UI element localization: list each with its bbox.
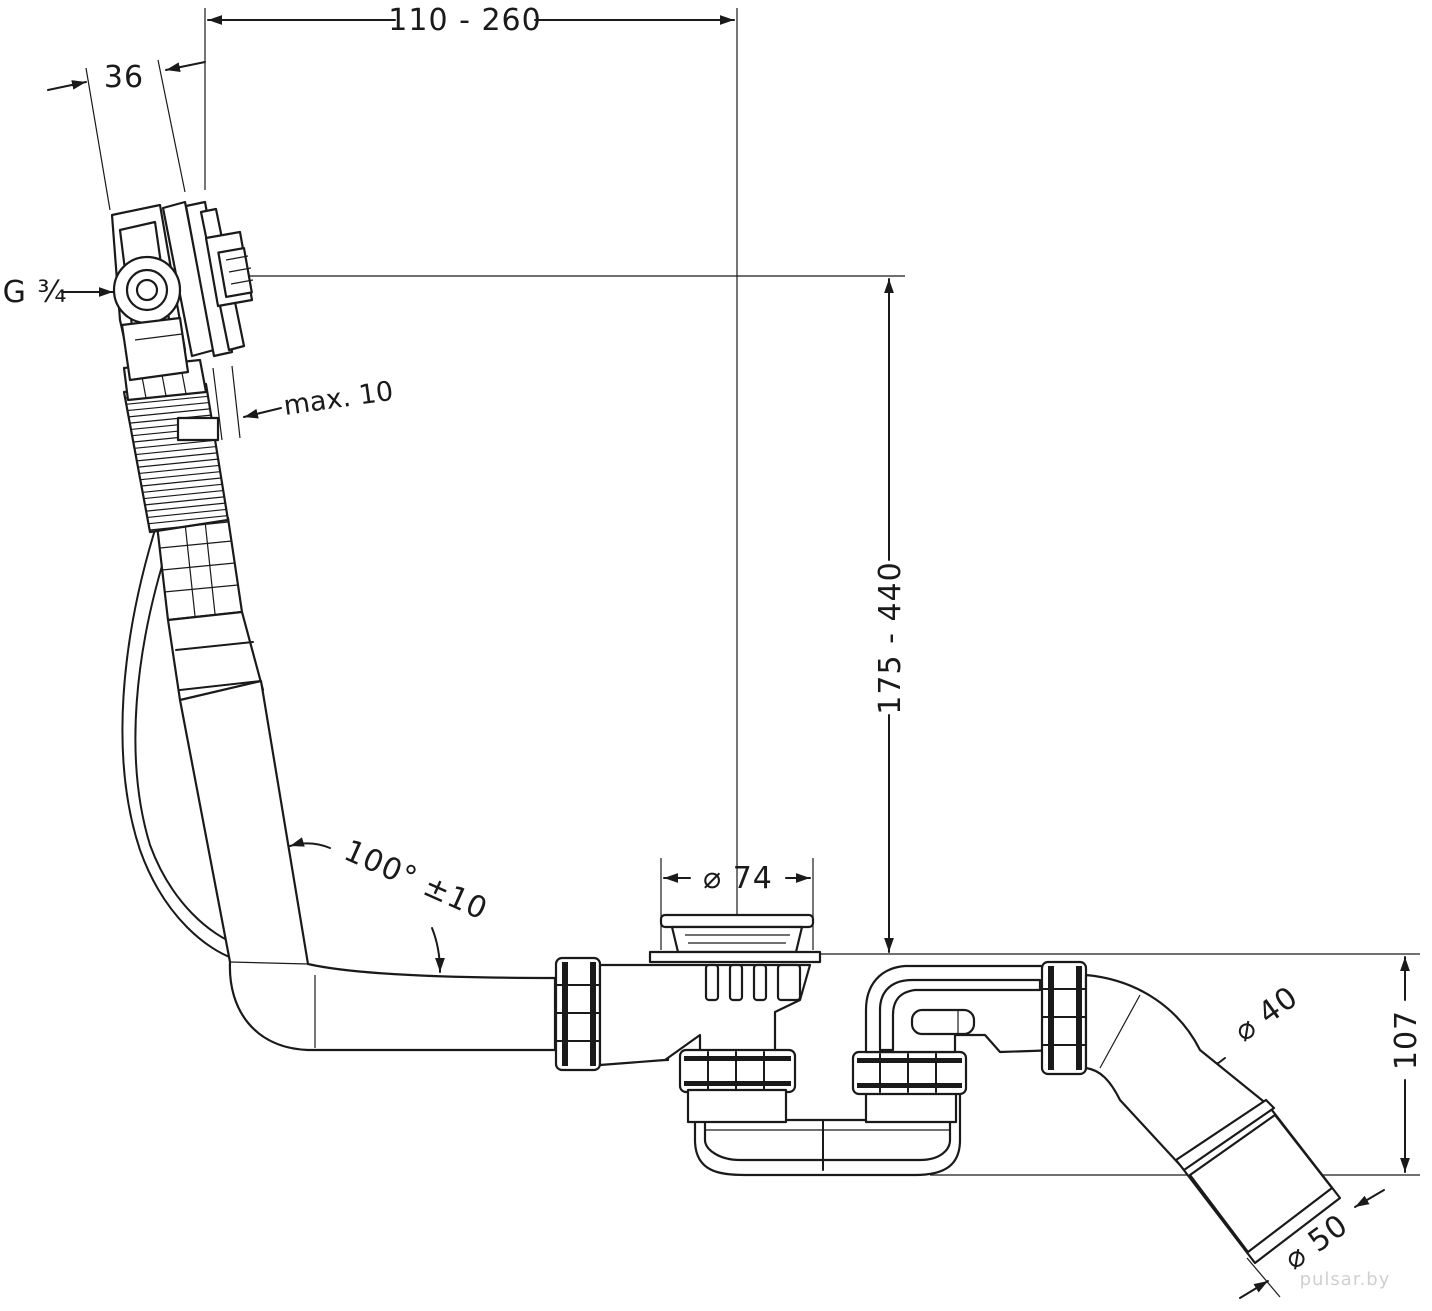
hose-rib xyxy=(136,452,218,462)
overflow-pipe xyxy=(155,516,557,1052)
hose-rib xyxy=(127,401,210,412)
drain-body xyxy=(554,913,822,1094)
hose-rib xyxy=(146,502,226,512)
watermark: pulsar.by xyxy=(1300,1269,1391,1290)
hose-rib xyxy=(141,477,222,487)
label-110-260: 110 - 260 xyxy=(388,3,541,38)
hose-rib xyxy=(134,439,216,449)
hose-rib xyxy=(147,508,227,519)
label-107: 107 xyxy=(1389,1010,1424,1070)
label-thread: G ¾ xyxy=(3,275,68,310)
hose-rib xyxy=(148,515,228,525)
hose-rib xyxy=(142,483,223,493)
outlet-elbow xyxy=(1040,960,1342,1265)
hose-rib xyxy=(138,458,219,468)
hose-rib xyxy=(128,408,211,418)
label-40: ⌀ 40 xyxy=(1228,980,1305,1049)
corrugated-hose xyxy=(122,358,230,534)
overflow-head xyxy=(110,200,254,382)
label-angle: 100° ±10 xyxy=(339,833,493,927)
hose-rib xyxy=(145,496,225,506)
hose-rib xyxy=(135,445,217,456)
bowden-cable xyxy=(121,519,237,959)
label-max-10: max. 10 xyxy=(282,376,396,422)
hose-rib xyxy=(140,471,221,481)
hose-rib xyxy=(143,489,224,500)
label-36: 36 xyxy=(104,60,144,95)
hose-rib xyxy=(149,521,229,531)
hose-rib xyxy=(129,414,212,424)
hose-rib xyxy=(139,464,220,475)
label-74: ⌀ 74 xyxy=(703,861,773,896)
label-175-440: 175 - 440 xyxy=(873,561,908,714)
siphon-trap xyxy=(686,964,1062,1177)
hose-rib xyxy=(126,395,209,405)
